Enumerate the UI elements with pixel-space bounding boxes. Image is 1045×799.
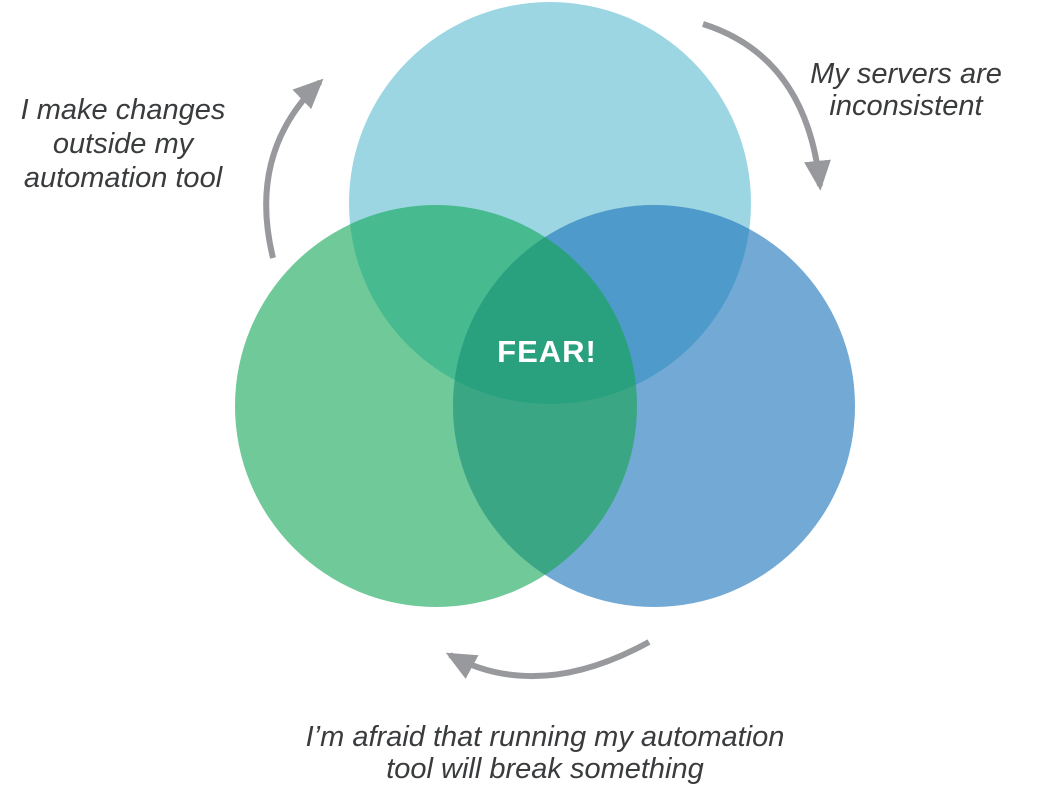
label-line: automation tool: [23, 162, 223, 194]
arrow-bottom-left-icon: [445, 639, 651, 680]
arrow-up-left-icon: [263, 78, 324, 259]
label-line: I make changes: [20, 94, 226, 126]
label-servers-inconsistent: My servers are inconsistent: [810, 58, 1002, 122]
label-changes-outside-tool: I make changes outside my automation too…: [21, 93, 226, 195]
label-line: I’m afraid that running my automation: [305, 721, 785, 753]
label-line: outside my: [52, 128, 194, 160]
label-afraid-to-run-tool: I’m afraid that running my automation to…: [306, 721, 785, 785]
label-line: tool will break something: [386, 753, 704, 785]
center-fear-label: FEAR!: [497, 334, 597, 369]
label-line: inconsistent: [829, 90, 983, 122]
overlap-center-group: [453, 205, 637, 404]
label-line: My servers are: [810, 58, 1002, 90]
arrow-down-right-icon: [702, 21, 831, 191]
overlap-center: [453, 205, 637, 404]
